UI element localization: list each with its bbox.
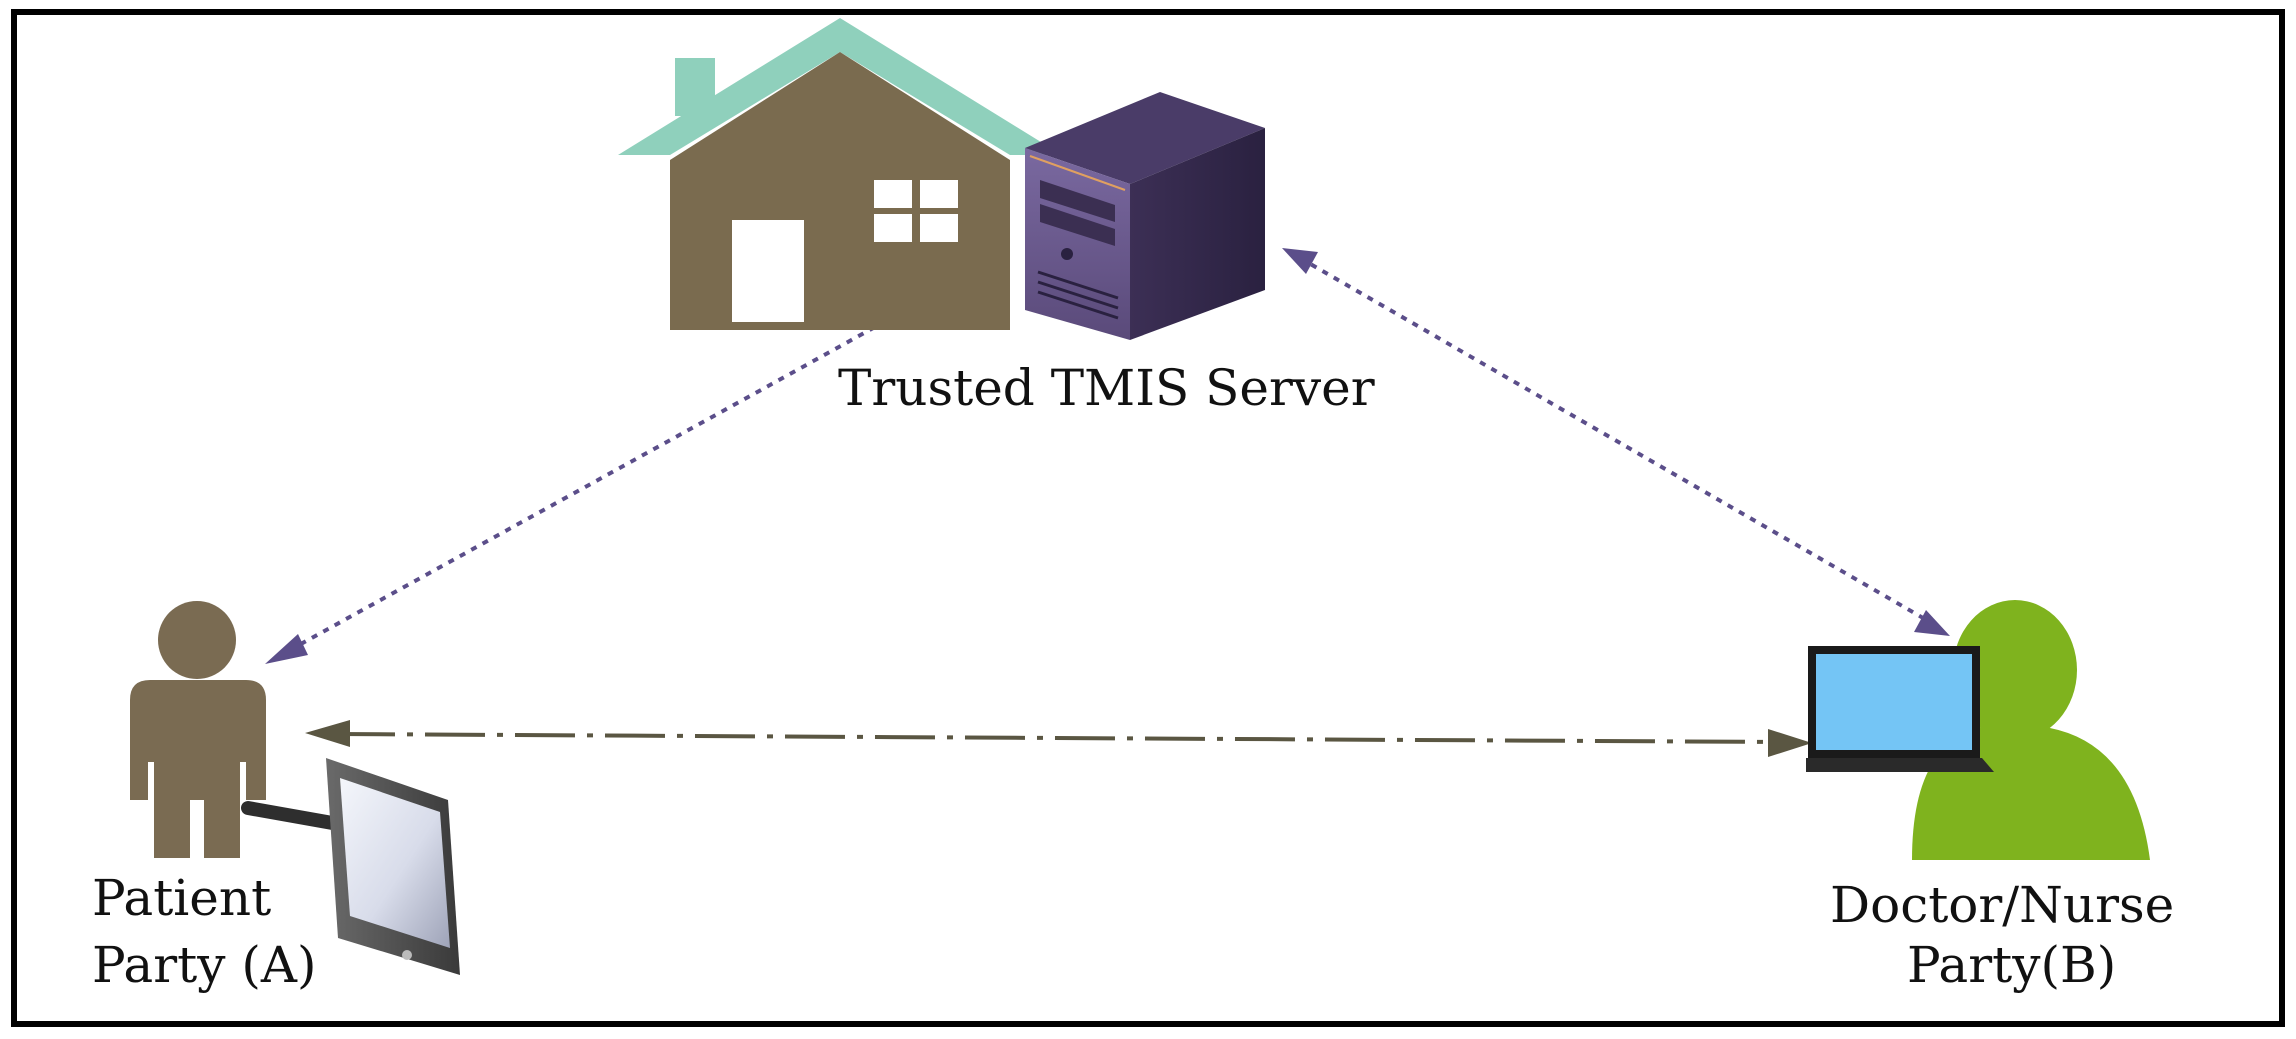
doctor-label-line2: Party(B) (1907, 936, 2116, 994)
arrowhead-icon (1282, 248, 1318, 274)
server-tower-icon (1025, 92, 1265, 340)
patient-label-line2: Party (A) (92, 936, 316, 994)
tablet-icon (326, 758, 460, 975)
patient-label-line1: Patient (92, 869, 271, 927)
arrowhead-icon (1768, 729, 1812, 757)
arrowhead-icon (265, 634, 308, 664)
connection-patient-doctor (305, 720, 1812, 757)
doctor-label-line1: Doctor/Nurse (1830, 876, 2174, 934)
patient-person-icon (130, 601, 266, 858)
arrowhead-icon (1914, 610, 1950, 636)
server-label: Trusted TMIS Server (838, 359, 1375, 417)
connection-server-doctor (1282, 248, 1950, 636)
arrowhead-icon (305, 720, 350, 747)
laptop-icon (1806, 646, 1994, 772)
house-icon (618, 18, 1062, 330)
